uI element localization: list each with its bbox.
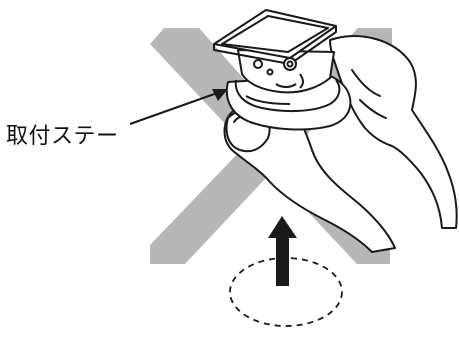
mounting-stay-label: 取付ステー [6,124,119,149]
lift-arrow-icon [268,216,297,286]
mounting-stay-icon [225,75,352,131]
camera-unit-icon [213,9,337,94]
callout-leader-arrow [129,89,228,125]
dashed-circle-icon [229,257,343,327]
